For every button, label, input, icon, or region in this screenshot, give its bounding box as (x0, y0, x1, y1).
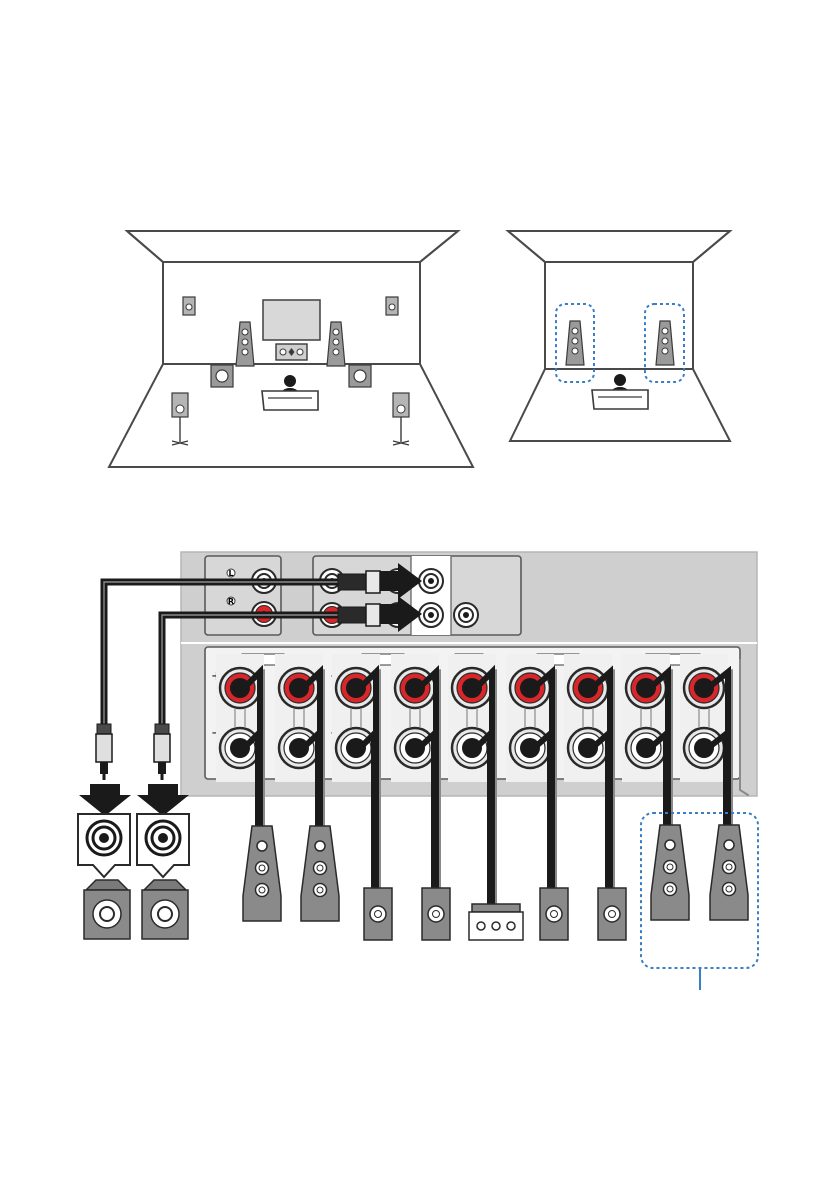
front-right-speaker-icon (327, 322, 345, 366)
front-right-speaker (243, 826, 281, 921)
center-speaker (469, 904, 523, 940)
subwoofer-input-callout-2 (137, 814, 189, 877)
surround-back-left-speaker (598, 888, 626, 940)
listener-icon (262, 375, 318, 410)
pre-out-left-mark: L (228, 569, 233, 578)
tv-icon (263, 300, 320, 340)
surround-right-speaker (364, 888, 392, 940)
surround-back-right-speaker (540, 888, 568, 940)
room-view-presence-highlight (508, 231, 730, 441)
subwoofer-2 (142, 880, 188, 939)
room-view-full-layout (109, 231, 473, 467)
listener-icon-2 (592, 374, 648, 409)
surround-left-speaker-icon (172, 393, 188, 445)
arrow-down-1 (79, 784, 131, 816)
surround-left-speaker (422, 888, 450, 940)
subwoofer-1 (84, 880, 130, 939)
front-presence-left-speaker-icon (566, 321, 584, 365)
subwoofer-input-callout-1 (78, 814, 130, 877)
subwoofer-right-icon (349, 365, 371, 387)
pre-out-right-mark: R (228, 597, 234, 606)
front-presence-right-speaker (651, 825, 689, 920)
rca-plug-sub1 (96, 724, 112, 780)
rca-plug-sub2 (154, 724, 170, 780)
front-presence-left-speaker (710, 825, 748, 920)
front-presence-right-speaker-icon (656, 321, 674, 365)
right-presence-speaker-icon (386, 297, 398, 315)
front-left-speaker-icon (236, 322, 254, 366)
terminal-presence-left[interactable] (680, 654, 728, 782)
front-left-speaker (301, 826, 339, 921)
surround-right-speaker-icon (393, 393, 409, 445)
left-presence-speaker-icon (183, 297, 195, 315)
subwoofer-left-icon (211, 365, 233, 387)
